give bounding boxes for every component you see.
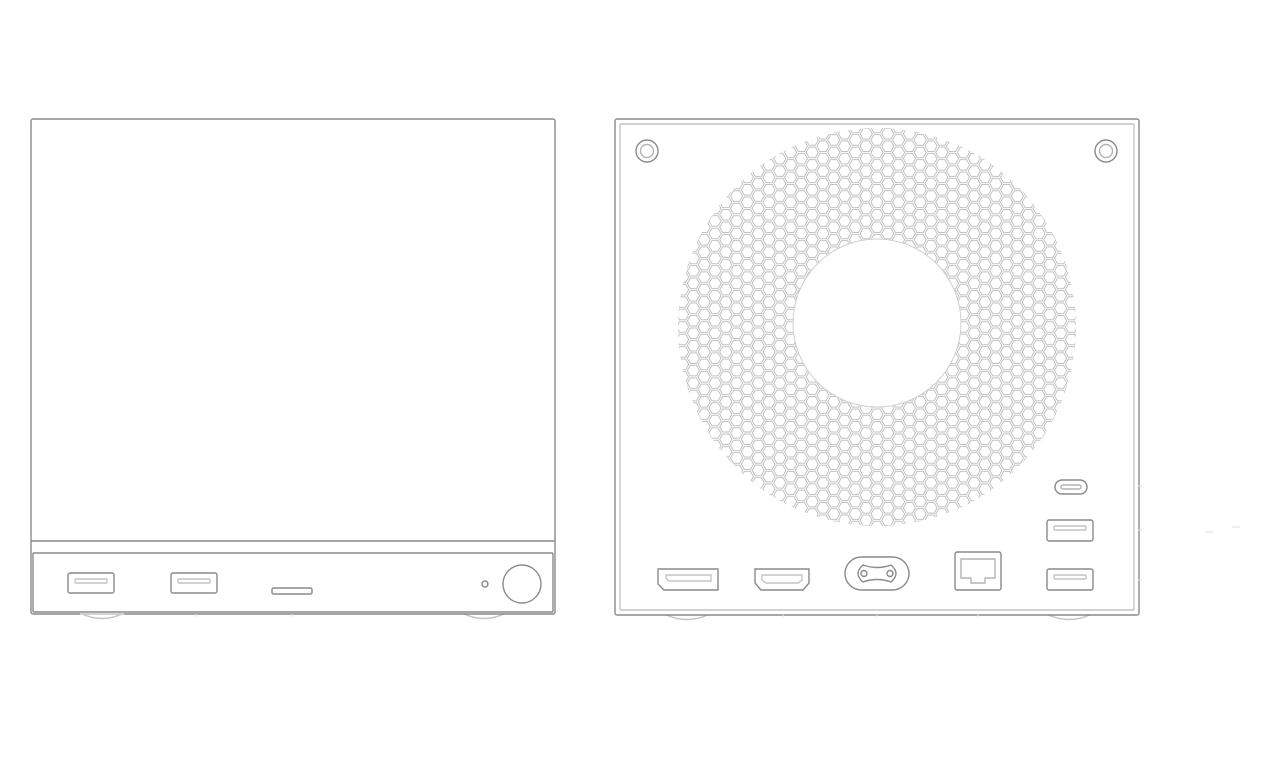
front-usb-a-port-1 <box>67 572 115 594</box>
hdmi-port <box>754 568 810 591</box>
hex-grille-cells <box>678 128 1076 526</box>
fan-grille <box>678 128 1076 526</box>
front-port-panel <box>32 552 554 613</box>
rear-mount-hole-left <box>635 139 659 163</box>
ac-power-inlet <box>844 556 910 591</box>
front-view <box>30 118 556 620</box>
rear-view <box>614 118 1140 621</box>
front-usb-a-port-2 <box>170 572 218 594</box>
power-button <box>502 564 542 604</box>
status-led <box>481 580 489 588</box>
rear-panel-inset <box>619 123 1135 611</box>
faint-guide-marks <box>80 485 1240 617</box>
fan-hub-ring <box>792 238 962 408</box>
displayport-port <box>657 568 719 591</box>
ethernet-port <box>954 551 1002 591</box>
rear-usb-a-port-2 <box>1046 568 1094 591</box>
rear-usb-c-port <box>1054 479 1088 495</box>
rear-usb-a-port-1 <box>1046 519 1094 542</box>
microsd-slot <box>271 587 313 595</box>
front-chassis <box>30 118 556 615</box>
rear-mount-hole-right <box>1094 139 1118 163</box>
